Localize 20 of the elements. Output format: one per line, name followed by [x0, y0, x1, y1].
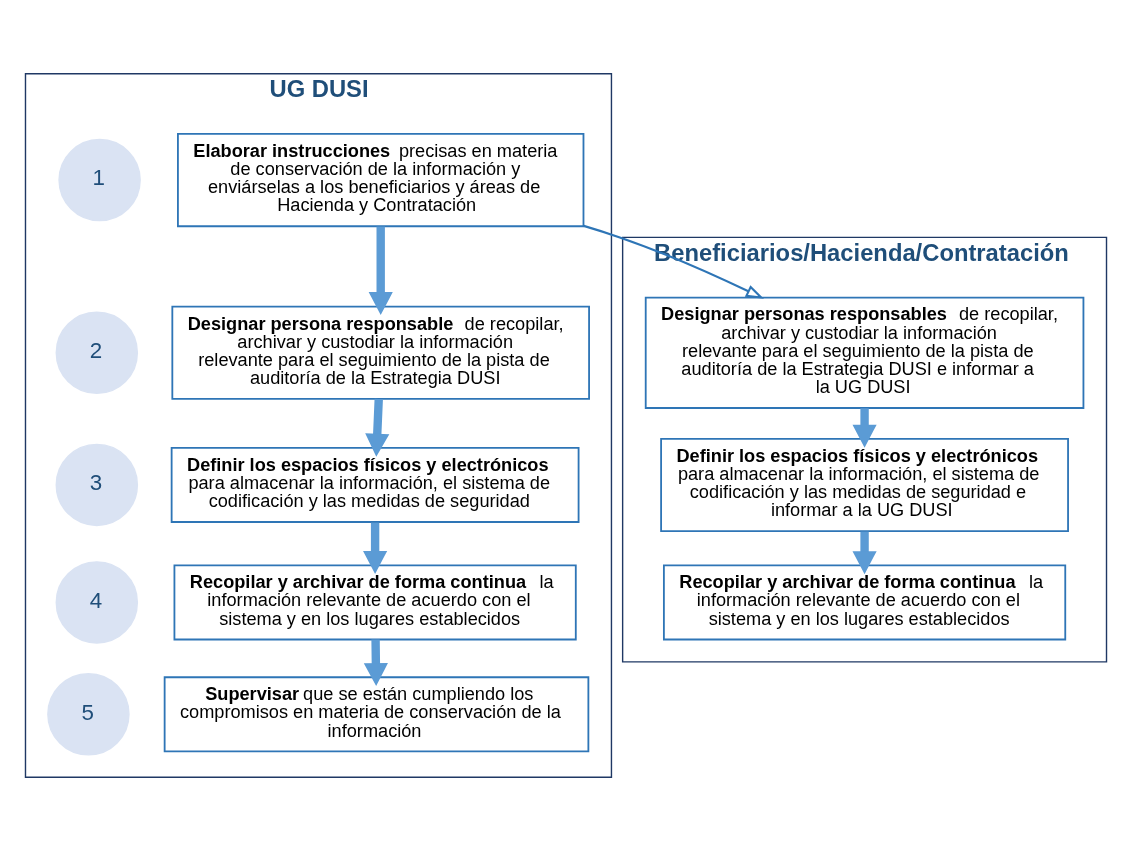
- node-box: Definir los espacios físicos y electrónicos para almacenar la información, el sistema de codificación y las medidas de seguridad: [170, 446, 580, 523]
- node-circle: 3: [55, 443, 139, 526]
- arrow: [368, 226, 393, 315]
- node-box: Designar persona responsable de recopilar, archivar y custodiar la información relevante para el seguimiento de la pista de auditoría de la Estrategia DUSI: [171, 305, 590, 400]
- arrow: [363, 638, 388, 686]
- arrow: [583, 224, 764, 299]
- node-box: Definir los espacios físicos y electrónicos para almacenar la información, el sistema de codificación y las medidas de seguridad e informar a la UG DUSI: [660, 437, 1069, 532]
- node-circle: 2: [55, 311, 139, 394]
- arrow: [852, 531, 877, 574]
- node-circle: 4: [55, 560, 139, 644]
- node-box: Supervisar que se están cumpliendo los compromisos en materia de conservación de la información: [163, 675, 590, 752]
- arrow: [363, 522, 388, 574]
- node-circle: 5: [47, 672, 130, 756]
- node-box: Recopilar y archivar de forma continua la información relevante de acuerdo con el sistema y en los lugares establecidos: [173, 563, 577, 640]
- node-box: Recopilar y archivar de forma continua la información relevante de acuerdo con el sistema y en los lugares establecidos: [663, 563, 1067, 640]
- node-box: Elaborar instrucciones precisas en materia de conservación de la información y enviárselas a los beneficiarios y áreas de Hacienda y Contratación: [177, 132, 585, 227]
- node-box: Designar personas responsables de recopilar, archivar y custodiar la información relevante para el seguimiento de la pista de auditoría de la Estrategia DUSI e informar a la UG DUSI: [644, 296, 1085, 409]
- node-circle: 1: [58, 138, 141, 221]
- arrow: [852, 407, 877, 448]
- arrow: [365, 398, 390, 457]
